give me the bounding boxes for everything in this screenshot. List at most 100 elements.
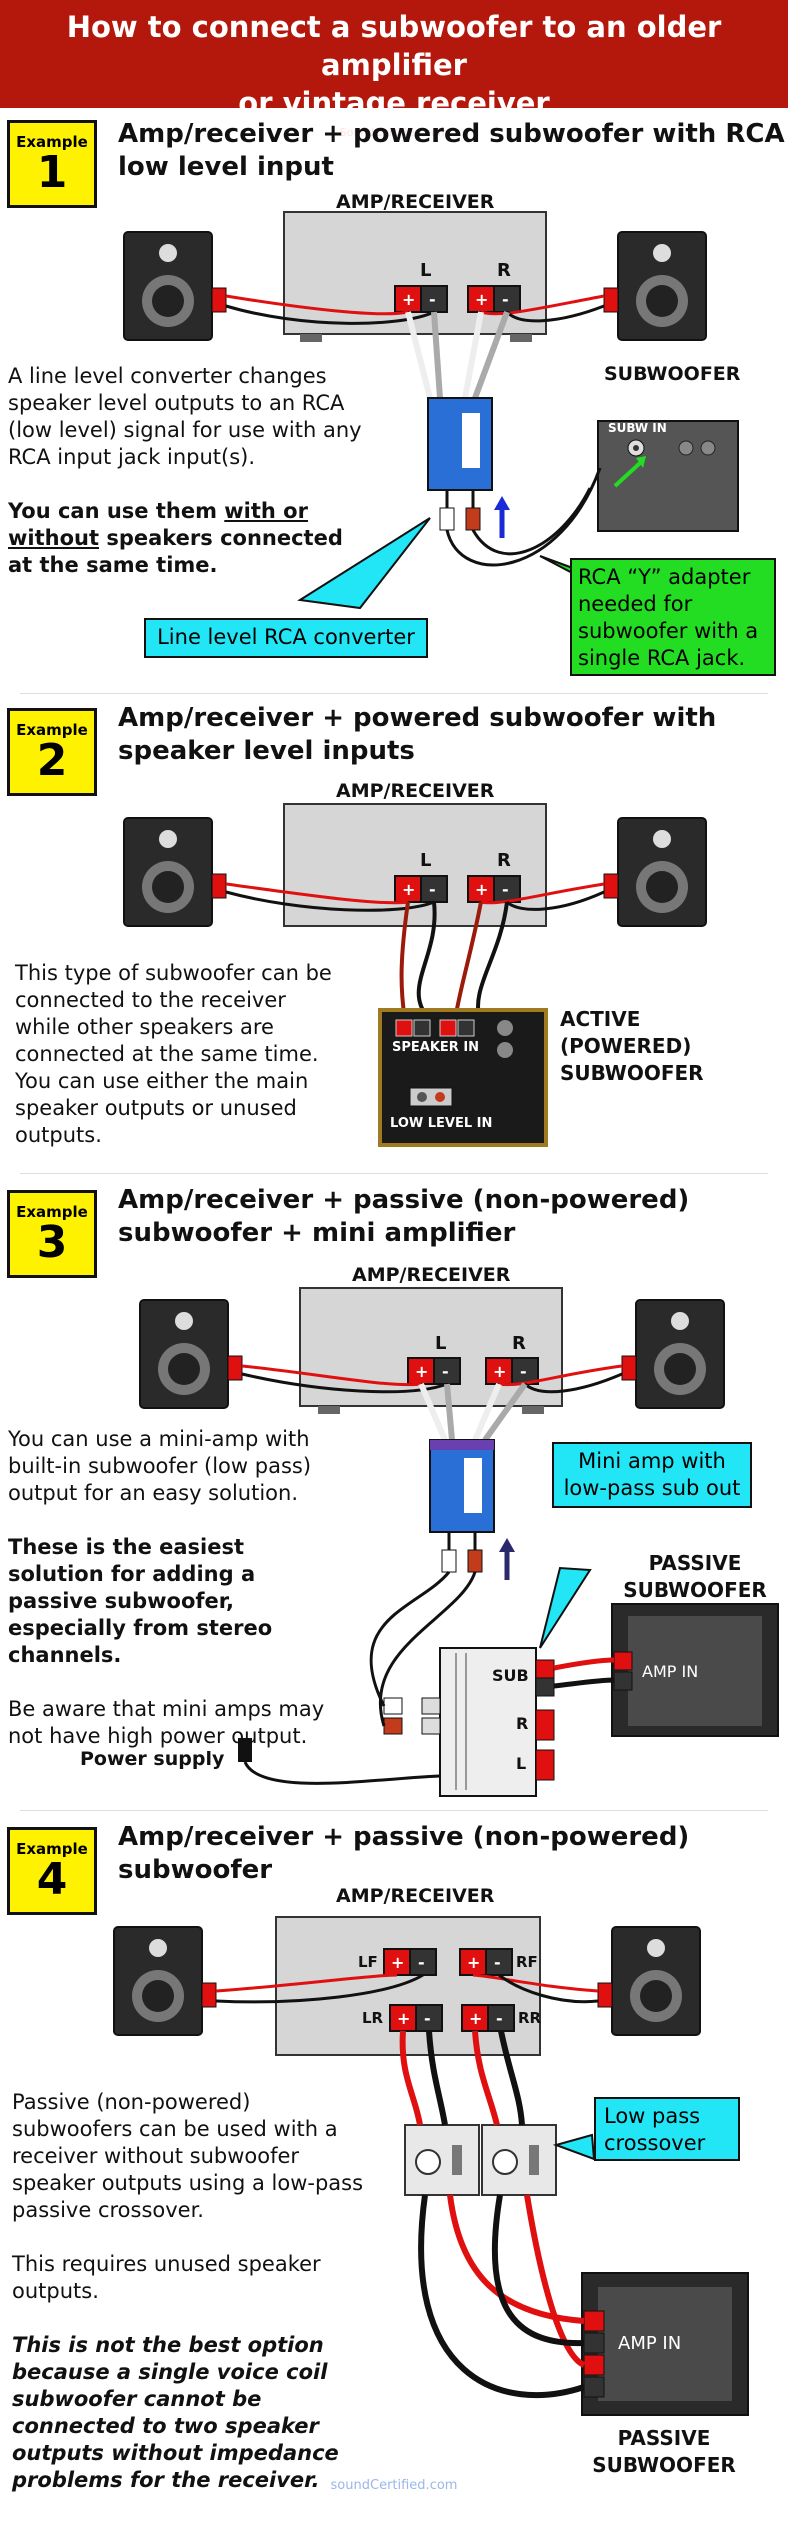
- example-number: 1: [36, 147, 68, 198]
- left-speaker: [123, 231, 227, 341]
- amp-in-label: AMP IN: [642, 1662, 699, 1681]
- example-1-terminal-signs: + - + -: [402, 290, 509, 309]
- passive-subwoofer-label: PASSIVE SUBWOOFER: [584, 2425, 744, 2479]
- example-3-title-line1: Amp/receiver + passive (non-powered): [118, 1185, 690, 1215]
- rr-label: RR: [518, 2009, 542, 2027]
- site-credit: SoundCertified.com: [339, 126, 449, 139]
- minus-sign: -: [442, 1362, 449, 1381]
- left-speaker: [123, 817, 227, 927]
- example-1-title-line2: low level input: [118, 152, 334, 182]
- sub-label-line1: PASSIVE: [648, 1551, 742, 1575]
- low-level-in-label: LOW LEVEL IN: [390, 1116, 493, 1131]
- miniamp-r-label: R: [516, 1714, 529, 1733]
- plus-sign: +: [475, 290, 488, 309]
- example-label: Example: [16, 133, 88, 151]
- active-subwoofer-label: ACTIVE (POWERED) SUBWOOFER: [560, 1006, 704, 1087]
- example-1-text2-a: You can use them: [8, 499, 225, 523]
- example-1-diagram: + - + -: [123, 211, 739, 610]
- amp-label: AMP/RECEIVER: [336, 1885, 495, 1907]
- example-4-diagram: + - + - + - + -: [113, 1916, 749, 2416]
- channel-left-label: L: [435, 1333, 447, 1354]
- right-speaker: [621, 1299, 725, 1409]
- plus-sign: +: [469, 2009, 482, 2028]
- callout-mini-amp: Mini amp with low-pass sub out: [552, 1442, 752, 1508]
- example-2-title-line2: speaker level inputs: [118, 736, 415, 766]
- page-title-line1: How to connect a subwoofer to an older a…: [66, 10, 722, 82]
- example-2-text: This type of subwoofer can be connected …: [15, 961, 332, 1147]
- amp-receiver-body: [299, 1287, 563, 1407]
- minus-sign: -: [496, 2009, 503, 2028]
- page-title: How to connect a subwoofer to an older a…: [0, 0, 788, 122]
- right-speaker: [597, 1926, 701, 2036]
- subwoofer-label: SUBWOOFER: [604, 363, 741, 385]
- minus-sign: -: [424, 2009, 431, 2028]
- example-1-text2: You can use them with or without speaker…: [8, 498, 363, 579]
- power-supply-label: Power supply: [80, 1748, 225, 1770]
- plus-sign: +: [402, 290, 415, 309]
- subw-in-label: SUBW IN: [608, 421, 667, 435]
- example-2-title-line1: Amp/receiver + powered subwoofer with: [118, 703, 717, 733]
- example-2-badge: Example 2: [7, 708, 97, 796]
- callout-rca-y-adapter: RCA “Y” adapter needed for subwoofer wit…: [570, 558, 776, 676]
- example-3-terminal-signs: + - + -: [415, 1362, 527, 1381]
- line-level-converter: [427, 397, 493, 491]
- example-3-section: Example 3 Amp/receiver + passive (non-po…: [0, 1178, 788, 1810]
- example-3-title: Amp/receiver + passive (non-powered) sub…: [118, 1184, 689, 1250]
- example-4-title-line2: subwoofer: [118, 1855, 273, 1885]
- miniamp-sub-label: SUB: [492, 1666, 529, 1685]
- example-3-text1: You can use a mini-amp with built-in sub…: [8, 1427, 312, 1505]
- terminal-left: [394, 875, 448, 903]
- example-4-text1: Passive (non-powered) subwoofers can be …: [12, 2090, 364, 2222]
- active-powered-subwoofer: [378, 1008, 548, 1147]
- example-label: Example: [16, 1840, 88, 1858]
- passive-subwoofer-label: PASSIVE SUBWOOFER: [620, 1550, 770, 1604]
- footer-credit: soundCertified.com: [330, 2478, 458, 2493]
- example-3-description: You can use a mini-amp with built-in sub…: [8, 1426, 338, 1777]
- divider: [20, 693, 768, 694]
- powered-subwoofer: [597, 420, 739, 532]
- right-speaker: [603, 817, 707, 927]
- example-2-title: Amp/receiver + powered subwoofer with sp…: [118, 702, 716, 768]
- channel-left-label: L: [420, 850, 432, 871]
- example-3-text2: These is the easiest solution for adding…: [8, 1535, 273, 1667]
- example-2-section: Example 2 Amp/receiver + powered subwoof…: [0, 698, 788, 1173]
- example-4-title-line1: Amp/receiver + passive (non-powered): [118, 1822, 690, 1852]
- mini-amplifier: [383, 1647, 555, 1797]
- amp-label: AMP/RECEIVER: [336, 191, 495, 213]
- channel-right-label: R: [512, 1333, 526, 1354]
- example-4-badge: Example 4: [7, 1827, 97, 1915]
- miniamp-l-label: L: [516, 1754, 527, 1773]
- example-1-title-line1: Amp/receiver + powered subwoofer with RC…: [118, 119, 785, 149]
- left-speaker: [139, 1299, 243, 1409]
- terminal-right: [467, 875, 521, 903]
- line-level-converter: [429, 1439, 495, 1533]
- plus-sign: +: [467, 1953, 480, 1972]
- amp-in-label: AMP IN: [618, 2333, 682, 2354]
- example-3-text3: Be aware that mini amps may not have hig…: [8, 1697, 325, 1748]
- sub-label-line2: SUBWOOFER: [592, 2453, 736, 2477]
- terminal-right: [467, 285, 521, 313]
- plus-sign: +: [397, 2009, 410, 2028]
- amp-receiver-body: [283, 803, 547, 927]
- amp-label: AMP/RECEIVER: [336, 780, 495, 802]
- left-speaker: [113, 1926, 217, 2036]
- example-4-section: Example 4 Amp/receiver + passive (non-po…: [0, 1815, 788, 2492]
- example-1-text2-underlined: with or without: [8, 499, 308, 550]
- page-header: How to connect a subwoofer to an older a…: [0, 0, 788, 139]
- amp-label: AMP/RECEIVER: [352, 1264, 511, 1286]
- plus-sign: +: [391, 1953, 404, 1972]
- plus-sign: +: [493, 1362, 506, 1381]
- example-4-terminal-signs: + - + - + - + -: [391, 1953, 503, 2028]
- example-1-section: Example 1 Amp/receiver + powered subwoof…: [0, 108, 788, 693]
- example-1-badge: Example 1: [7, 120, 97, 208]
- terminal-left: [407, 1357, 461, 1385]
- minus-sign: -: [520, 1362, 527, 1381]
- sub-label-line1: PASSIVE: [617, 2426, 711, 2450]
- lr-label: LR: [362, 2009, 384, 2027]
- divider: [20, 1810, 768, 1811]
- lf-label: LF: [358, 1953, 378, 1971]
- page-title-line2: or vintage receiver: [238, 86, 550, 120]
- example-1-text1: A line level converter changes speaker l…: [8, 364, 362, 469]
- callout-line-level-converter: Line level RCA converter: [144, 618, 428, 658]
- example-number: 2: [36, 735, 68, 786]
